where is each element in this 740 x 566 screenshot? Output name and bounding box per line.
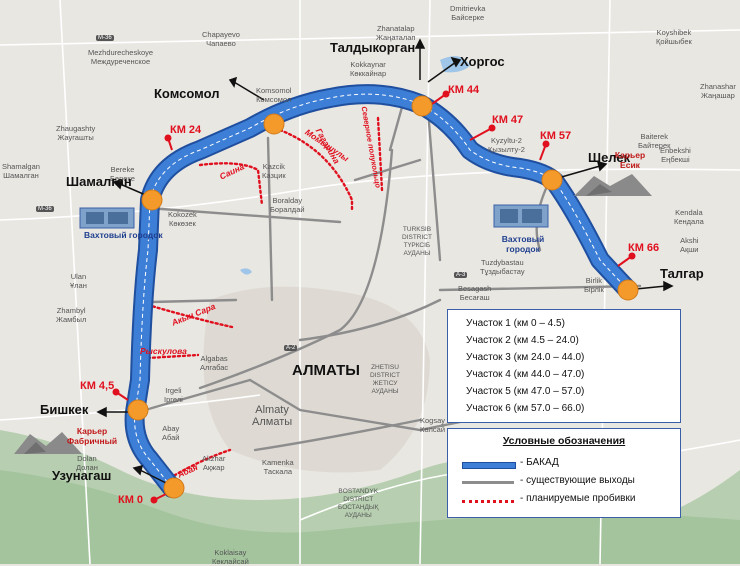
camp-left-label: Вахтовый городок bbox=[84, 230, 163, 240]
quarry-esik-label: Карьер Есик bbox=[614, 150, 646, 170]
junction-km0[interactable] bbox=[163, 477, 185, 499]
camp-right-label: Вахтовый городок bbox=[501, 234, 545, 254]
junction-taldykorgan[interactable] bbox=[411, 95, 433, 117]
km-66-label: КМ 66 bbox=[628, 242, 660, 254]
legend-title: Условные обозначения bbox=[502, 435, 626, 447]
legend-bakad-label: - БАКАД bbox=[520, 457, 559, 468]
junction-talgar[interactable] bbox=[617, 279, 639, 301]
legend-panel: Условные обозначения - БАКАД - существую… bbox=[447, 428, 681, 518]
city-shelek[interactable]: Шелек bbox=[588, 150, 631, 165]
section-6: Участок 6 (км 57.0 – 66.0) bbox=[466, 403, 585, 414]
city-almaty[interactable]: АЛМАТЫ bbox=[292, 362, 360, 379]
legend-planned-swatch bbox=[462, 500, 514, 503]
city-komsomol[interactable]: Комсомол bbox=[154, 86, 220, 101]
km-24-label: КМ 24 bbox=[170, 124, 202, 136]
km-0-label: КМ 0 bbox=[118, 494, 144, 506]
city-khorgos[interactable]: Хоргос bbox=[460, 54, 505, 69]
junction-shamalgan[interactable] bbox=[141, 189, 163, 211]
highway-m36-shield: M-36 bbox=[96, 35, 114, 41]
highway-a3-shield: A-3 bbox=[454, 272, 468, 278]
highway-a2-shield: A-2 bbox=[284, 345, 298, 351]
km-44-label: КМ 44 bbox=[448, 84, 480, 96]
quarry-esik-icon bbox=[574, 174, 652, 196]
km-47-label: КМ 47 bbox=[492, 114, 524, 126]
section-5: Участок 5 (км 47.0 – 57.0) bbox=[466, 386, 585, 397]
legend-planned-label: - планируемые пробивки bbox=[520, 493, 636, 504]
km-57-label: КМ 57 bbox=[540, 130, 572, 142]
camp-left-icon bbox=[79, 207, 135, 229]
junction-shelek[interactable] bbox=[541, 169, 563, 191]
city-talgar[interactable]: Талгар bbox=[660, 266, 704, 281]
junction-bishkek[interactable] bbox=[127, 399, 149, 421]
section-2: Участок 2 (км 4.5 – 24.0) bbox=[466, 335, 579, 346]
section-1: Участок 1 (км 0 – 4.5) bbox=[466, 318, 565, 329]
section-3: Участок 3 (км 24.0 – 44.0) bbox=[466, 352, 585, 363]
camp-right-icon bbox=[493, 204, 549, 228]
junction-komsomol[interactable] bbox=[263, 113, 285, 135]
km-4-5-label: КМ 4,5 bbox=[80, 380, 115, 392]
legend-bakad-swatch bbox=[462, 462, 516, 469]
street-ryskulov-label: Рыскулова bbox=[140, 346, 187, 356]
sections-panel: Участок 1 (км 0 – 4.5) Участок 2 (км 4.5… bbox=[447, 309, 681, 423]
highway-m36-shield-west: M-36 bbox=[36, 206, 54, 212]
section-4: Участок 4 (км 44.0 – 47.0) bbox=[466, 369, 585, 380]
quarry-fabrichny-icon bbox=[14, 432, 82, 454]
city-bishkek[interactable]: Бишкек bbox=[40, 402, 89, 417]
quarry-fabrichny-label: Карьер Фабричный bbox=[66, 426, 118, 446]
city-uzunagash[interactable]: Узунагаш bbox=[52, 468, 112, 483]
legend-existing-swatch bbox=[462, 481, 514, 484]
city-shamalgan[interactable]: Шамалган bbox=[66, 174, 132, 189]
legend-existing-label: - существующие выходы bbox=[520, 475, 635, 486]
city-taldykorgan[interactable]: Талдыкорган bbox=[330, 40, 416, 55]
